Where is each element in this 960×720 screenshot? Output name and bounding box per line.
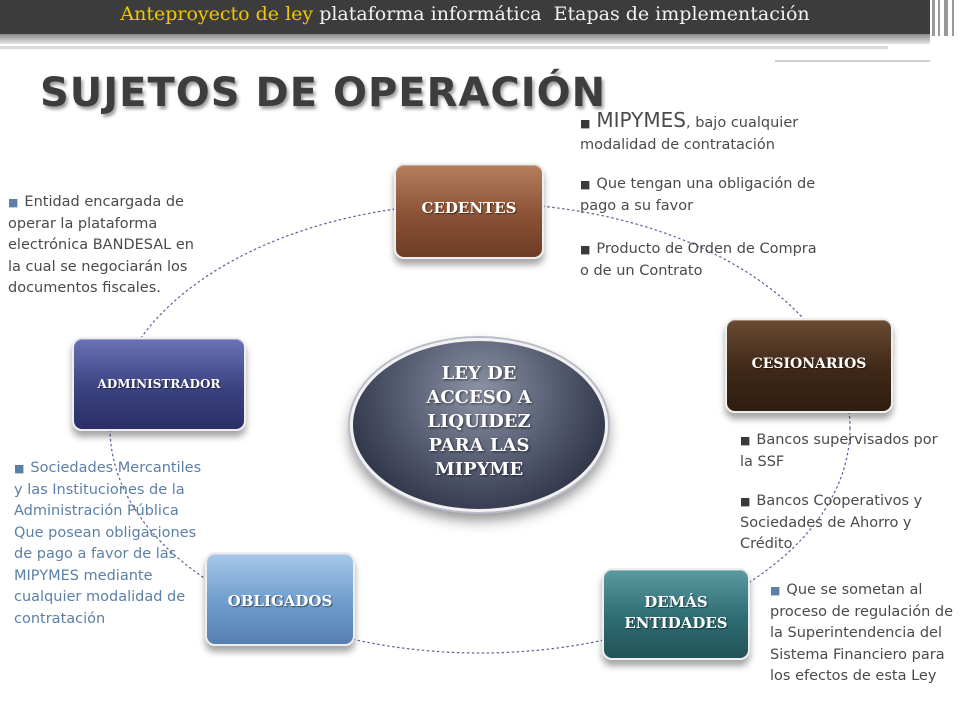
center-line: ACCESO A [426,387,532,408]
administrador-note-text: Entidad encargada de operar la plataform… [8,194,194,296]
cesionarios-item-1: Bancos supervisados por la SSF [740,432,938,470]
bullet-icon: ■ [770,584,781,597]
nav-item-rest[interactable]: plataforma informática Etapas de impleme… [319,3,810,25]
bullet-icon: ■ [14,462,25,475]
header-rule [0,46,888,49]
center-line: PARA LAS [428,435,530,456]
center-line: MIPYME [434,459,524,480]
nav-item-anteproyecto[interactable]: Anteproyecto de ley [120,3,314,25]
center-line: LIQUIDEZ [427,411,531,432]
mipymes-label: MIPYMES [596,108,686,132]
demas-note: ■Que se sometan al proceso de regulación… [770,580,958,688]
cedentes-item-3: Producto de Orden de Compra o de un Cont… [580,241,817,279]
center-line: LEY DE [441,363,517,384]
cedentes-notes: ■ MIPYMES, bajo cualquier modalidad de co… [580,108,820,282]
header-rule-short [775,60,930,62]
list-item: ■Producto de Orden de Compra o de un Con… [580,239,820,282]
cedentes-item-2: Que tengan una obligación de pago a su f… [580,176,816,214]
obligados-note: ■Sociedades Mercantiles y las Institucio… [14,458,206,630]
list-item: ■ MIPYMES, bajo cualquier modalidad de co… [580,108,820,156]
bullet-icon: ■ [580,178,591,191]
node-administrador-label: ADMINISTRADOR [97,377,221,391]
administrador-note: ■Entidad encargada de operar la platafor… [8,192,208,300]
list-item: ■Que tengan una obligación de pago a su … [580,174,820,217]
node-cesionarios-label: CESIONARIOS [751,356,867,372]
header-bar [0,0,930,34]
node-obligados-label: OBLIGADOS [227,592,333,610]
demas-note-text: Que se sometan al proceso de regulación … [770,582,954,684]
bullet-icon: ■ [740,495,751,508]
cesionarios-item-2: Bancos Cooperativos y Sociedades de Ahor… [740,493,923,552]
node-demas-label-1: DEMÁS [644,593,708,611]
node-cedentes-label: CEDENTES [421,199,517,217]
node-demas-label-2: ENTIDADES [624,614,728,632]
cesionarios-notes: ■Bancos supervisados por la SSF ■Bancos … [740,430,940,556]
list-item: ■Bancos supervisados por la SSF [740,430,940,473]
node-cedentes[interactable]: CEDENTES [394,163,544,259]
header-nav: Anteproyecto de ley plataforma informáti… [0,3,930,25]
header-decoration [930,0,960,40]
obligados-note-text: Sociedades Mercantiles y las Institucion… [14,460,202,627]
list-item: ■Bancos Cooperativos y Sociedades de Aho… [740,491,940,556]
header-shine [0,34,930,44]
bullet-icon: ■ [740,434,751,447]
node-administrador[interactable]: ADMINISTRADOR [72,337,246,431]
page-title: SUJETOS DE OPERACIÓN [40,70,607,116]
center-ellipse[interactable] [350,338,608,512]
bullet-icon: ■ [8,196,19,209]
node-cesionarios[interactable]: CESIONARIOS [725,318,893,413]
center-title: LEY DE ACCESO A LIQUIDEZ PARA LAS MIPYME [398,362,560,482]
node-demas-entidades[interactable]: DEMÁS ENTIDADES [602,568,750,660]
bullet-icon: ■ [580,243,591,256]
bullet-icon: ■ [580,117,591,130]
mipymes-detail: , bajo cualquier modalidad de contrataci… [580,115,799,153]
node-obligados[interactable]: OBLIGADOS [205,552,355,646]
